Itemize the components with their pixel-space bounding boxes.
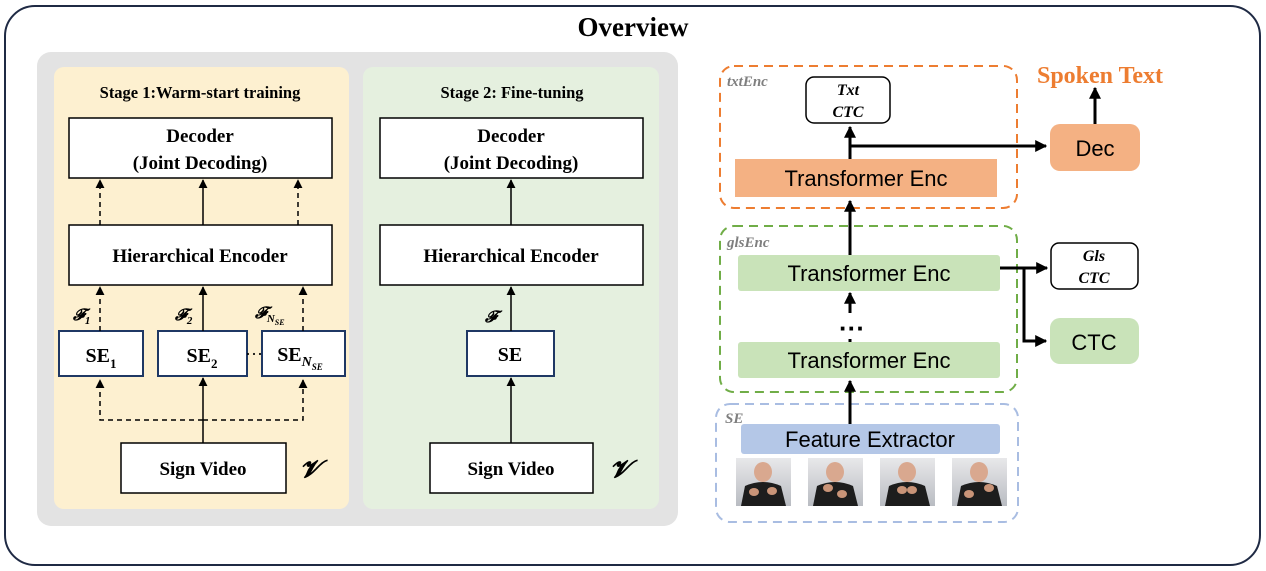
se-ellipsis: ···	[245, 344, 263, 364]
txtenc-label: txtEnc	[727, 74, 768, 90]
signer-frame-4	[952, 458, 1007, 506]
stage1-arrows	[95, 179, 308, 443]
architecture-panel: txtEnc Txt CTC Transformer Enc Spoken Te…	[715, 63, 1163, 523]
stage1-decoder-box	[68, 117, 333, 179]
txt-ctc-label-line2: CTC	[832, 104, 863, 121]
stage2-decoder-label: Decoder	[477, 126, 545, 147]
gls-ctc-label-line1: Gls	[1083, 248, 1105, 265]
signer-frame-1	[736, 458, 791, 506]
stage1-decoder-sublabel: (Joint Decoding)	[133, 153, 268, 174]
gls-transformer-bottom-box	[738, 342, 1000, 378]
se2-label: SE2	[187, 345, 218, 371]
stage2-title: Stage 2: Fine-tuning	[440, 83, 584, 102]
stage1-panel: Stage 1:Warm-start training Decoder (Joi…	[54, 67, 349, 509]
txt-transformer-box	[735, 159, 997, 197]
stage2-encoder-label: Hierarchical Encoder	[423, 246, 599, 267]
stage2-se-label: SE	[498, 344, 522, 366]
architecture-arrows	[844, 86, 1101, 424]
stage2-sign-video-label: Sign Video	[467, 459, 554, 480]
gls-ctc-box	[1050, 242, 1139, 290]
se1-box	[58, 330, 144, 377]
dec-label: Dec	[1075, 136, 1114, 161]
ctc-label: CTC	[1071, 330, 1116, 355]
glsenc-group	[719, 225, 1018, 393]
se1-label: SE1	[86, 345, 117, 371]
gls-transformer-bottom-label: Transformer Enc	[787, 348, 950, 373]
stage2-encoder-box	[379, 224, 644, 286]
gls-transformer-top-box	[738, 255, 1000, 291]
dec-box	[1050, 124, 1140, 171]
sign-video-frames	[736, 458, 1007, 506]
stage1-encoder-label: Hierarchical Encoder	[112, 246, 288, 267]
txtenc-group	[719, 65, 1018, 209]
stage2-decoder-box	[379, 117, 644, 179]
stage1-title: Stage 1:Warm-start training	[100, 83, 301, 102]
feature-extractor-box	[741, 424, 1000, 454]
stage2-panel: Stage 2: Fine-tuning Decoder (Joint Deco…	[363, 67, 659, 509]
se-nse-label: SENSE	[277, 344, 323, 372]
stage2-decoder-sublabel: (Joint Decoding)	[444, 153, 579, 174]
ctc-box	[1050, 318, 1139, 364]
page-title: Overview	[578, 12, 689, 42]
glsenc-label: glsEnc	[726, 235, 770, 251]
spoken-text-label: Spoken Text	[1037, 63, 1163, 89]
feature-extractor-label: Feature Extractor	[785, 427, 955, 452]
stage2-sign-video-box	[429, 442, 594, 494]
stage1-encoder-box	[68, 224, 333, 286]
gls-ctc-label-line2: CTC	[1078, 270, 1109, 287]
se-nse-box	[261, 330, 346, 377]
txt-ctc-label-line1: Txt	[837, 82, 860, 99]
stage1-decoder-label: Decoder	[166, 126, 234, 147]
gls-transformer-top-label: Transformer Enc	[787, 261, 950, 286]
se-group-label: SE	[725, 411, 743, 427]
stage2-se-box	[466, 330, 555, 377]
signer-frame-3	[880, 458, 935, 506]
signer-frame-2	[808, 458, 863, 506]
se2-box	[157, 330, 248, 377]
txt-transformer-label: Transformer Enc	[784, 166, 947, 191]
stage1-sign-video-label: Sign Video	[159, 459, 246, 480]
gls-layers-dots: ···	[839, 313, 865, 343]
se-group	[715, 403, 1019, 523]
txt-ctc-box	[805, 76, 891, 124]
